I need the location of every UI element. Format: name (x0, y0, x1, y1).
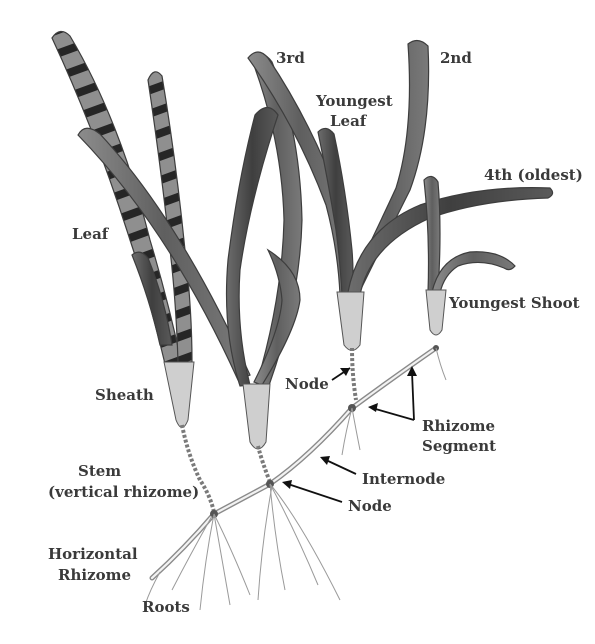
youngest-leaf (318, 128, 353, 295)
arrow-node-lower (288, 484, 342, 502)
label-2nd: 2nd (440, 49, 472, 67)
labels: 3rd 2nd Youngest Leaf 4th (oldest) Leaf … (48, 49, 583, 616)
youngest-shoot-leaf-curve (432, 252, 515, 293)
label-youngest-shoot: Youngest Shoot (448, 294, 580, 312)
label-rhizome-segment: Rhizome (422, 417, 495, 435)
leaf-2nd (346, 40, 429, 295)
right-stem (352, 348, 356, 400)
label-node-upper: Node (285, 375, 329, 393)
middle-stem (258, 446, 270, 482)
arrow-rhizome-segment-a (372, 408, 414, 420)
label-internode: Internode (362, 470, 445, 488)
leaf-4th-oldest (348, 188, 553, 295)
label-rhizome-segment-2: Segment (422, 437, 496, 455)
label-3rd: 3rd (276, 49, 305, 67)
youngest-shoot-sheath (426, 290, 446, 335)
label-youngest-leaf-2: Leaf (330, 112, 368, 130)
label-horizontal-rhizome-2: Rhizome (58, 566, 131, 584)
label-youngest-leaf: Youngest (315, 92, 393, 110)
label-4th-oldest: 4th (oldest) (484, 166, 583, 184)
youngest-shoot-leaf-upright (424, 176, 440, 292)
label-leaf: Leaf (72, 225, 110, 243)
label-node-lower: Node (348, 497, 392, 515)
label-stem: Stem (78, 462, 121, 480)
left-shoot (52, 31, 250, 512)
label-roots: Roots (142, 598, 190, 616)
label-horizontal-rhizome: Horizontal (48, 545, 138, 563)
label-sheath: Sheath (95, 386, 154, 404)
middle-sheath (243, 384, 270, 449)
arrow-rhizome-segment-b (412, 372, 414, 420)
left-sheath (164, 362, 194, 428)
right-sheath (337, 292, 364, 351)
label-stem-vertical-rhizome: (vertical rhizome) (48, 483, 199, 501)
arrow-internode (326, 460, 356, 474)
